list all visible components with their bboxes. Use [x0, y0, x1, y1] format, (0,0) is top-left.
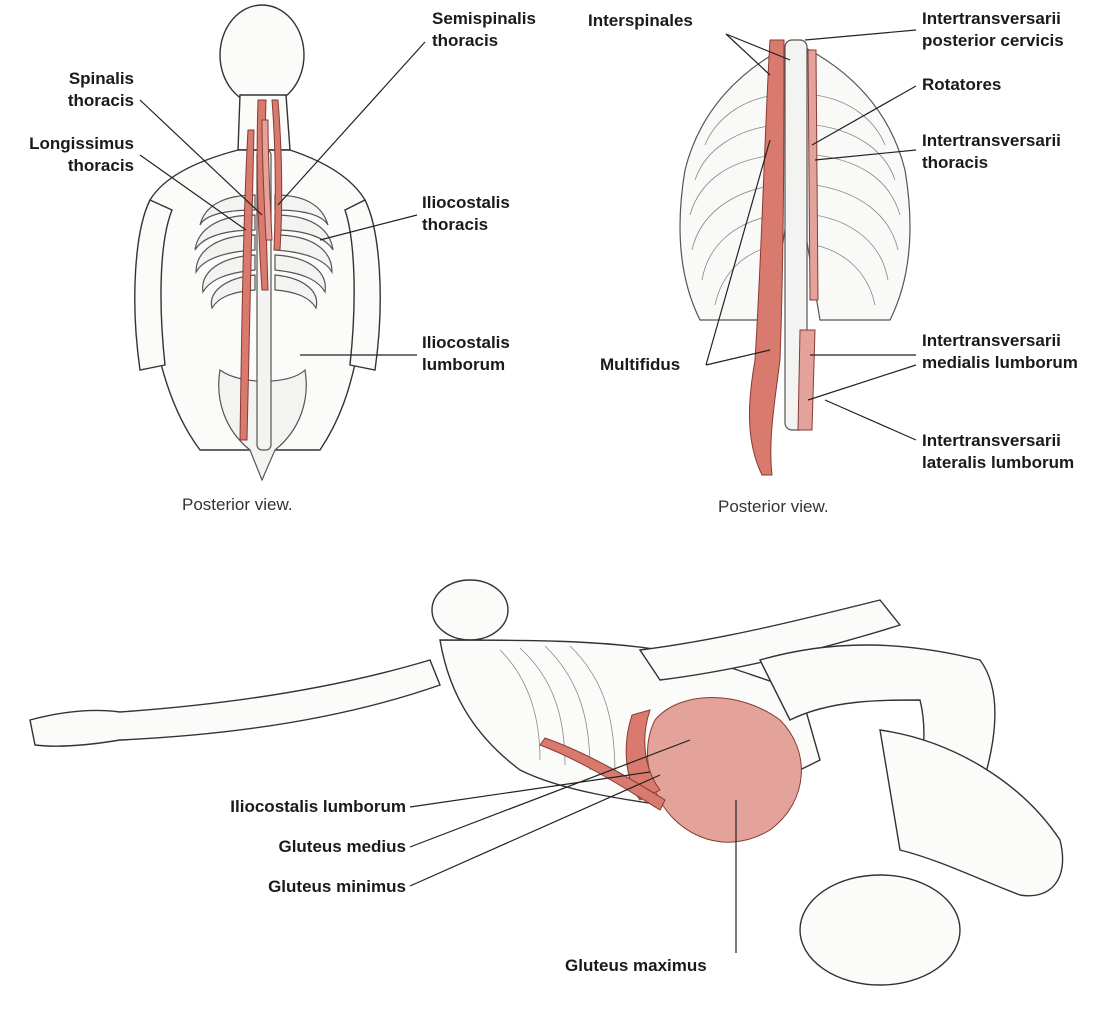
label-iliocostalis-lumborum: Iliocostalis lumborum: [422, 332, 510, 376]
rotatores-muscle: [808, 50, 818, 300]
label-line: thoracis: [422, 214, 510, 236]
label-line: Intertransversarii: [922, 130, 1061, 152]
label-longissimus-thoracis: Longissimus thoracis: [6, 133, 134, 177]
caption-left: Posterior view.: [182, 495, 293, 515]
stretch-figure: [30, 580, 1063, 985]
label-iliocostalis-lumborum-bottom: Iliocostalis lumborum: [150, 796, 406, 818]
label-line: thoracis: [922, 152, 1061, 174]
back-figure-left: [135, 5, 380, 480]
label-iliocostalis-thoracis: Iliocostalis thoracis: [422, 192, 510, 236]
label-spinalis-thoracis: Spinalis thoracis: [52, 68, 134, 112]
label-intertransversarii-medialis-lumborum: Intertransversarii medialis lumborum: [922, 330, 1078, 374]
label-multifidus: Multifidus: [600, 354, 680, 376]
label-line: Semispinalis: [432, 8, 536, 30]
label-line: Intertransversarii: [922, 8, 1064, 30]
label-gluteus-maximus: Gluteus maximus: [565, 955, 707, 977]
intertransversarii-lumborum-muscle: [798, 330, 815, 430]
label-rotatores: Rotatores: [922, 74, 1001, 96]
label-intertransversarii-lateralis-lumborum: Intertransversarii lateralis lumborum: [922, 430, 1074, 474]
label-intertransversarii-posterior-cervicis: Intertransversarii posterior cervicis: [922, 8, 1064, 52]
label-line: Iliocostalis: [422, 332, 510, 354]
label-line: thoracis: [52, 90, 134, 112]
label-line: Intertransversarii: [922, 430, 1074, 452]
label-line: Intertransversarii: [922, 330, 1078, 352]
label-line: Spinalis: [52, 68, 134, 90]
ribcage-right-figure: [680, 40, 910, 475]
gluteus-maximus-muscle: [648, 698, 802, 843]
label-line: Longissimus: [6, 133, 134, 155]
label-line: thoracis: [432, 30, 536, 52]
label-line: lateralis lumborum: [922, 452, 1074, 474]
label-intertransversarii-thoracis: Intertransversarii thoracis: [922, 130, 1061, 174]
label-gluteus-minimus: Gluteus minimus: [150, 876, 406, 898]
label-interspinales: Interspinales: [588, 10, 693, 32]
caption-right: Posterior view.: [718, 497, 829, 517]
label-gluteus-medius: Gluteus medius: [150, 836, 406, 858]
label-line: posterior cervicis: [922, 30, 1064, 52]
label-line: thoracis: [6, 155, 134, 177]
label-line: Iliocostalis: [422, 192, 510, 214]
label-line: medialis lumborum: [922, 352, 1078, 374]
label-semispinalis-thoracis: Semispinalis thoracis: [432, 8, 536, 52]
label-line: lumborum: [422, 354, 510, 376]
